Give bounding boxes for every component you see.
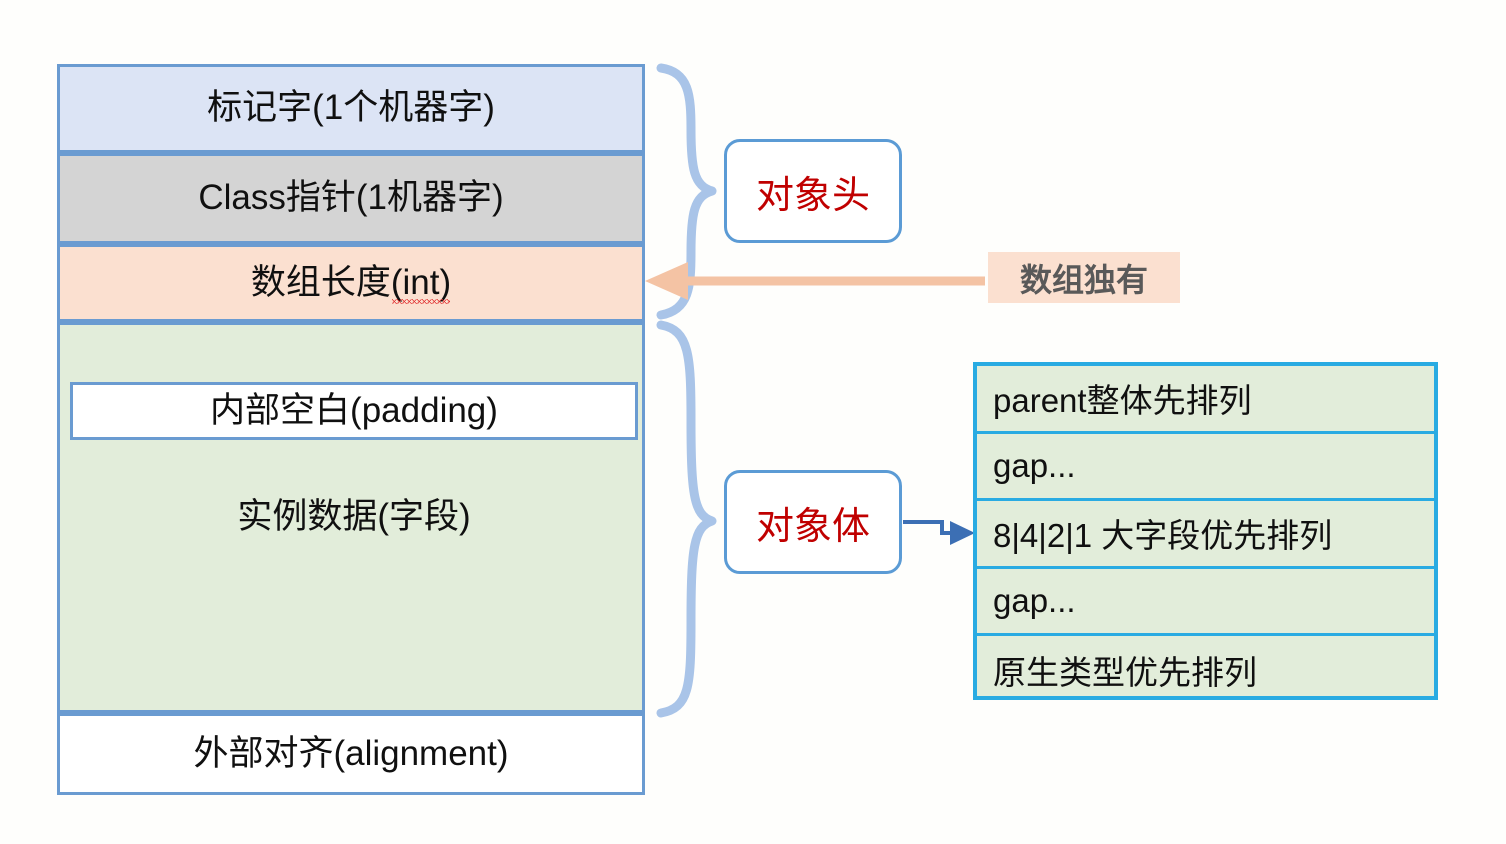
memory-row-array-length: 数组长度 (int): [57, 244, 645, 322]
memory-row-array-length-type: (int): [390, 262, 452, 304]
memory-row-alignment: 外部对齐(alignment): [57, 713, 645, 795]
arrow-array-only: [645, 262, 985, 300]
field-order-row-label: parent整体先排列: [993, 382, 1252, 420]
memory-row-alignment-label: 外部对齐(alignment): [193, 733, 509, 773]
memory-row-instance-data: 内部空白(padding) 实例数据(字段): [57, 322, 645, 713]
memory-row-instance-data-label: 实例数据(字段): [237, 497, 471, 536]
field-order-row: gap...: [977, 434, 1434, 502]
field-order-table: parent整体先排列 gap... 8|4|2|1 大字段优先排列 gap..…: [973, 362, 1438, 700]
memory-row-class-pointer: Class指针(1机器字): [57, 153, 645, 244]
memory-row-array-length-label: 数组长度: [250, 262, 391, 302]
field-order-row: 原生类型优先排列: [977, 636, 1434, 704]
memory-row-padding: 内部空白(padding): [70, 382, 638, 440]
field-order-row: gap...: [977, 569, 1434, 637]
connector-object-body-to-field-table: [903, 520, 975, 545]
annotation-array-only-label: 数组独有: [1019, 261, 1148, 298]
memory-row-mark-word: 标记字(1个机器字): [57, 64, 645, 153]
memory-row-padding-label: 内部空白(padding): [210, 390, 498, 430]
memory-row-mark-word-label: 标记字(1个机器字): [207, 88, 495, 128]
memory-row-class-pointer-label: Class指针(1机器字): [198, 178, 504, 218]
annotation-array-only: 数组独有: [988, 252, 1180, 303]
field-order-row: 8|4|2|1 大字段优先排列: [977, 501, 1434, 569]
brace-object-header: [656, 63, 717, 320]
brace-object-body: [656, 320, 717, 718]
callout-object-header-label: 对象头: [755, 174, 870, 217]
field-order-row-label: gap...: [993, 582, 1076, 620]
field-order-row-label: gap...: [993, 446, 1076, 484]
field-order-row: parent整体先排列: [977, 366, 1434, 434]
callout-object-body-label: 对象体: [755, 505, 870, 548]
callout-object-header: 对象头: [724, 139, 902, 243]
field-order-row-label: 8|4|2|1 大字段优先排列: [993, 517, 1333, 555]
field-order-row-label: 原生类型优先排列: [993, 654, 1257, 692]
callout-object-body: 对象体: [724, 470, 902, 574]
